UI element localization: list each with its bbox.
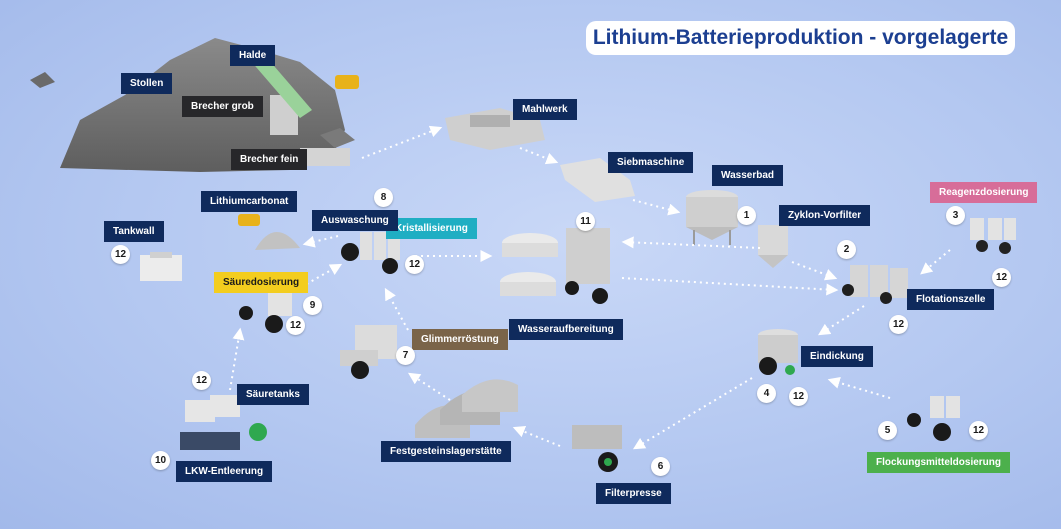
label-kristallisierung: Kristallisierung (386, 218, 477, 239)
label-auswaschung: Auswaschung (312, 210, 398, 231)
label-mahlwerk: Mahlwerk (513, 99, 577, 120)
label-brecher-fein: Brecher fein (231, 149, 308, 170)
tankwall-count-badge: 12 (111, 245, 130, 264)
label-flotationszelle: Flotationszelle (907, 289, 995, 310)
flow-arrows (229, 125, 951, 450)
label-saeuretanks: Säuretanks (237, 384, 309, 405)
step-badge-7: 7 (396, 346, 415, 365)
acid-dosing (239, 290, 292, 333)
step-badge-9: 9 (303, 296, 322, 315)
eindickung-tank (758, 329, 798, 375)
label-saeuredosierung: Säuredosierung (214, 272, 309, 293)
tankwall-unit (140, 252, 182, 281)
step-badge-2-count: 12 (889, 315, 908, 334)
label-stollen: Stollen (121, 73, 173, 94)
label-flockungsmitteldosierung: Flockungsmitteldosierung (867, 452, 1011, 473)
storage-domes (415, 379, 518, 438)
filterpresse-machine (572, 425, 622, 472)
step-badge-5-count: 12 (969, 421, 988, 440)
roaster-unit (340, 325, 397, 379)
label-siebmaschine: Siebmaschine (608, 152, 694, 173)
step-badge-10: 10 (151, 451, 170, 470)
label-glimmerroestung: Glimmerröstung (412, 329, 508, 350)
label-lkw-entleerung: LKW-Entleerung (176, 461, 273, 482)
step-badge-3: 3 (946, 206, 965, 225)
step-badge-5: 5 (878, 421, 897, 440)
flockung-unit (907, 396, 960, 441)
label-wasserbad: Wasserbad (712, 165, 783, 186)
step-badge-4: 4 (757, 384, 776, 403)
label-brecher-grob: Brecher grob (182, 96, 263, 117)
flotation-unit (842, 265, 908, 304)
label-eindickung: Eindickung (801, 346, 873, 367)
lithium-pile (238, 214, 300, 250)
label-halde: Halde (230, 45, 276, 66)
step-badge-3-count: 12 (992, 268, 1011, 287)
step-badge-8: 8 (374, 188, 393, 207)
step-badge-1: 1 (737, 206, 756, 225)
zyklon-filter (758, 225, 788, 268)
label-lithiumcarbonat: Lithiumcarbonat (201, 191, 298, 212)
step-badge-2: 2 (837, 240, 856, 259)
acid-tanks (180, 395, 267, 450)
step-badge-8-count: 12 (405, 255, 424, 274)
label-tankwall: Tankwall (104, 221, 164, 242)
water-treatment (500, 228, 610, 304)
label-zyklon-vorfilter: Zyklon-Vorfilter (779, 205, 871, 226)
label-filterpresse: Filterpresse (596, 483, 671, 504)
wasserbad-tank (686, 190, 738, 245)
step-badge-10-count: 12 (192, 371, 211, 390)
page-title: Lithium-Batterieproduktion - vorgelagert… (586, 21, 1015, 55)
label-wasseraufbereitung: Wasseraufbereitung (509, 319, 623, 340)
label-reagenzdosierung: Reagenzdosierung (930, 182, 1038, 203)
step-badge-4-count: 12 (789, 387, 808, 406)
siebmaschine-machine (560, 158, 635, 202)
crystallizer-unit (341, 232, 400, 274)
reagenz-unit (970, 218, 1016, 254)
step-badge-6: 6 (651, 457, 670, 476)
step-badge-9-count: 12 (286, 316, 305, 335)
step-badge-11: 11 (576, 212, 595, 231)
label-festgesteinslagerstaette: Festgesteinslagerstätte (381, 441, 511, 462)
